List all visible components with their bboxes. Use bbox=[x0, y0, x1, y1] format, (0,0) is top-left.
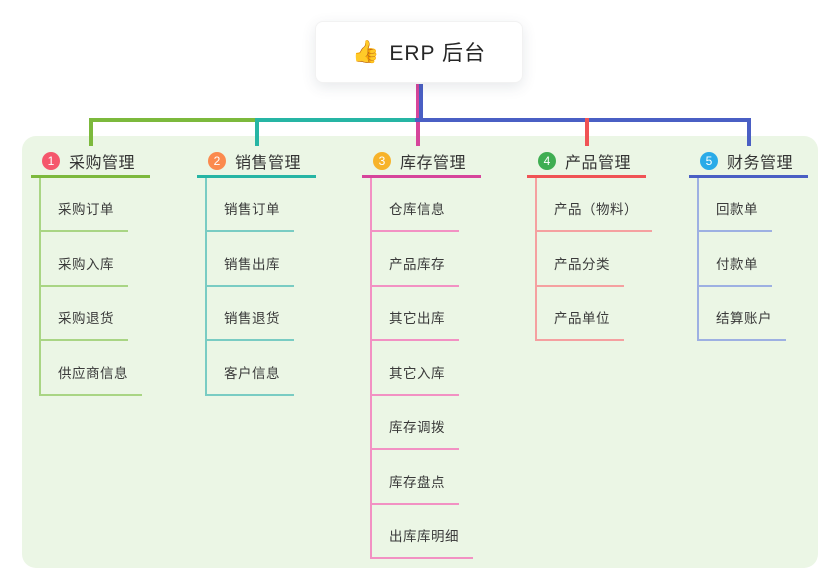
child-node-label: 供应商信息 bbox=[39, 364, 142, 396]
child-node-label: 回款单 bbox=[697, 200, 772, 232]
branch-underline-2 bbox=[197, 175, 316, 178]
branch-header-4[interactable]: 4 产品管理 bbox=[527, 148, 686, 174]
child-node[interactable]: 回款单 bbox=[697, 200, 772, 232]
branch-underline-4 bbox=[527, 175, 646, 178]
branch-number-badge-2: 2 bbox=[208, 152, 226, 170]
root-node[interactable]: 👍 ERP 后台 bbox=[315, 21, 523, 83]
child-node[interactable]: 销售订单 bbox=[205, 200, 294, 232]
root-stem-line bbox=[419, 84, 423, 118]
branch-number-badge-3: 3 bbox=[373, 152, 391, 170]
child-node[interactable]: 采购退货 bbox=[39, 309, 128, 341]
branch-label-3: 库存管理 bbox=[400, 155, 467, 172]
child-node-label: 产品库存 bbox=[370, 255, 459, 287]
child-node-label: 产品单位 bbox=[535, 309, 624, 341]
branch-spine-line-5 bbox=[697, 178, 699, 341]
branch-label-1: 采购管理 bbox=[69, 155, 136, 172]
branch-5-bus-line bbox=[415, 118, 751, 122]
branch-3-stem-line bbox=[415, 84, 420, 146]
child-node[interactable]: 其它入库 bbox=[370, 364, 459, 396]
child-node[interactable]: 产品分类 bbox=[535, 255, 624, 287]
branches-panel bbox=[22, 136, 818, 568]
child-node[interactable]: 产品库存 bbox=[370, 255, 459, 287]
root-node-label: ERP 后台 bbox=[389, 42, 487, 65]
branch-spine-line-3 bbox=[370, 178, 372, 559]
branch-underline-3 bbox=[362, 175, 481, 178]
branch-header-3[interactable]: 3 库存管理 bbox=[362, 148, 521, 174]
child-node[interactable]: 客户信息 bbox=[205, 364, 294, 396]
child-node[interactable]: 仓库信息 bbox=[370, 200, 459, 232]
child-node-label: 出库库明细 bbox=[370, 527, 473, 559]
child-node[interactable]: 其它出库 bbox=[370, 309, 459, 341]
branch-underline-1 bbox=[31, 175, 150, 178]
child-node[interactable]: 采购入库 bbox=[39, 255, 128, 287]
child-node[interactable]: 销售退货 bbox=[205, 309, 294, 341]
child-node[interactable]: 出库库明细 bbox=[370, 527, 473, 559]
child-node-label: 结算账户 bbox=[697, 309, 786, 341]
child-node-label: 销售退货 bbox=[205, 309, 294, 341]
child-node-label: 采购入库 bbox=[39, 255, 128, 287]
child-node[interactable]: 采购订单 bbox=[39, 200, 128, 232]
child-node-label: 库存调拨 bbox=[370, 418, 459, 450]
branch-header-1[interactable]: 1 采购管理 bbox=[31, 148, 190, 174]
child-node-label: 产品（物料） bbox=[535, 200, 652, 232]
child-node-label: 付款单 bbox=[697, 255, 772, 287]
child-node-label: 销售订单 bbox=[205, 200, 294, 232]
branch-spine-line-2 bbox=[205, 178, 207, 396]
branch-5-drop-line bbox=[746, 118, 751, 146]
branch-spine-line-1 bbox=[39, 178, 41, 396]
child-node[interactable]: 销售出库 bbox=[205, 255, 294, 287]
branch-label-4: 产品管理 bbox=[565, 155, 632, 172]
child-node-label: 采购退货 bbox=[39, 309, 128, 341]
branch-underline-5 bbox=[689, 175, 808, 178]
thumbs-up-icon: 👍 bbox=[351, 39, 380, 64]
branch-label-5: 财务管理 bbox=[727, 155, 794, 172]
child-node-label: 其它入库 bbox=[370, 364, 459, 396]
child-node[interactable]: 产品（物料） bbox=[535, 200, 652, 232]
branch-1-drop-line bbox=[88, 118, 93, 146]
branch-4-drop-line bbox=[584, 118, 589, 146]
branch-number-badge-4: 4 bbox=[538, 152, 556, 170]
child-node[interactable]: 结算账户 bbox=[697, 309, 786, 341]
branch-2-drop-line bbox=[254, 118, 259, 146]
child-node-label: 产品分类 bbox=[535, 255, 624, 287]
child-node-label: 仓库信息 bbox=[370, 200, 459, 232]
child-node[interactable]: 供应商信息 bbox=[39, 364, 142, 396]
child-node[interactable]: 库存调拨 bbox=[370, 418, 459, 450]
branch-2-bus-line bbox=[254, 118, 423, 122]
child-node[interactable]: 产品单位 bbox=[535, 309, 624, 341]
child-node-label: 库存盘点 bbox=[370, 473, 459, 505]
branch-number-badge-1: 1 bbox=[42, 152, 60, 170]
child-node-label: 采购订单 bbox=[39, 200, 128, 232]
branch-header-2[interactable]: 2 销售管理 bbox=[197, 148, 356, 174]
branch-header-5[interactable]: 5 财务管理 bbox=[689, 148, 839, 174]
child-node[interactable]: 付款单 bbox=[697, 255, 772, 287]
branch-spine-line-4 bbox=[535, 178, 537, 341]
child-node-label: 其它出库 bbox=[370, 309, 459, 341]
child-node-label: 销售出库 bbox=[205, 255, 294, 287]
child-node[interactable]: 库存盘点 bbox=[370, 473, 459, 505]
child-node-label: 客户信息 bbox=[205, 364, 294, 396]
branch-number-badge-5: 5 bbox=[700, 152, 718, 170]
branch-label-2: 销售管理 bbox=[235, 155, 302, 172]
